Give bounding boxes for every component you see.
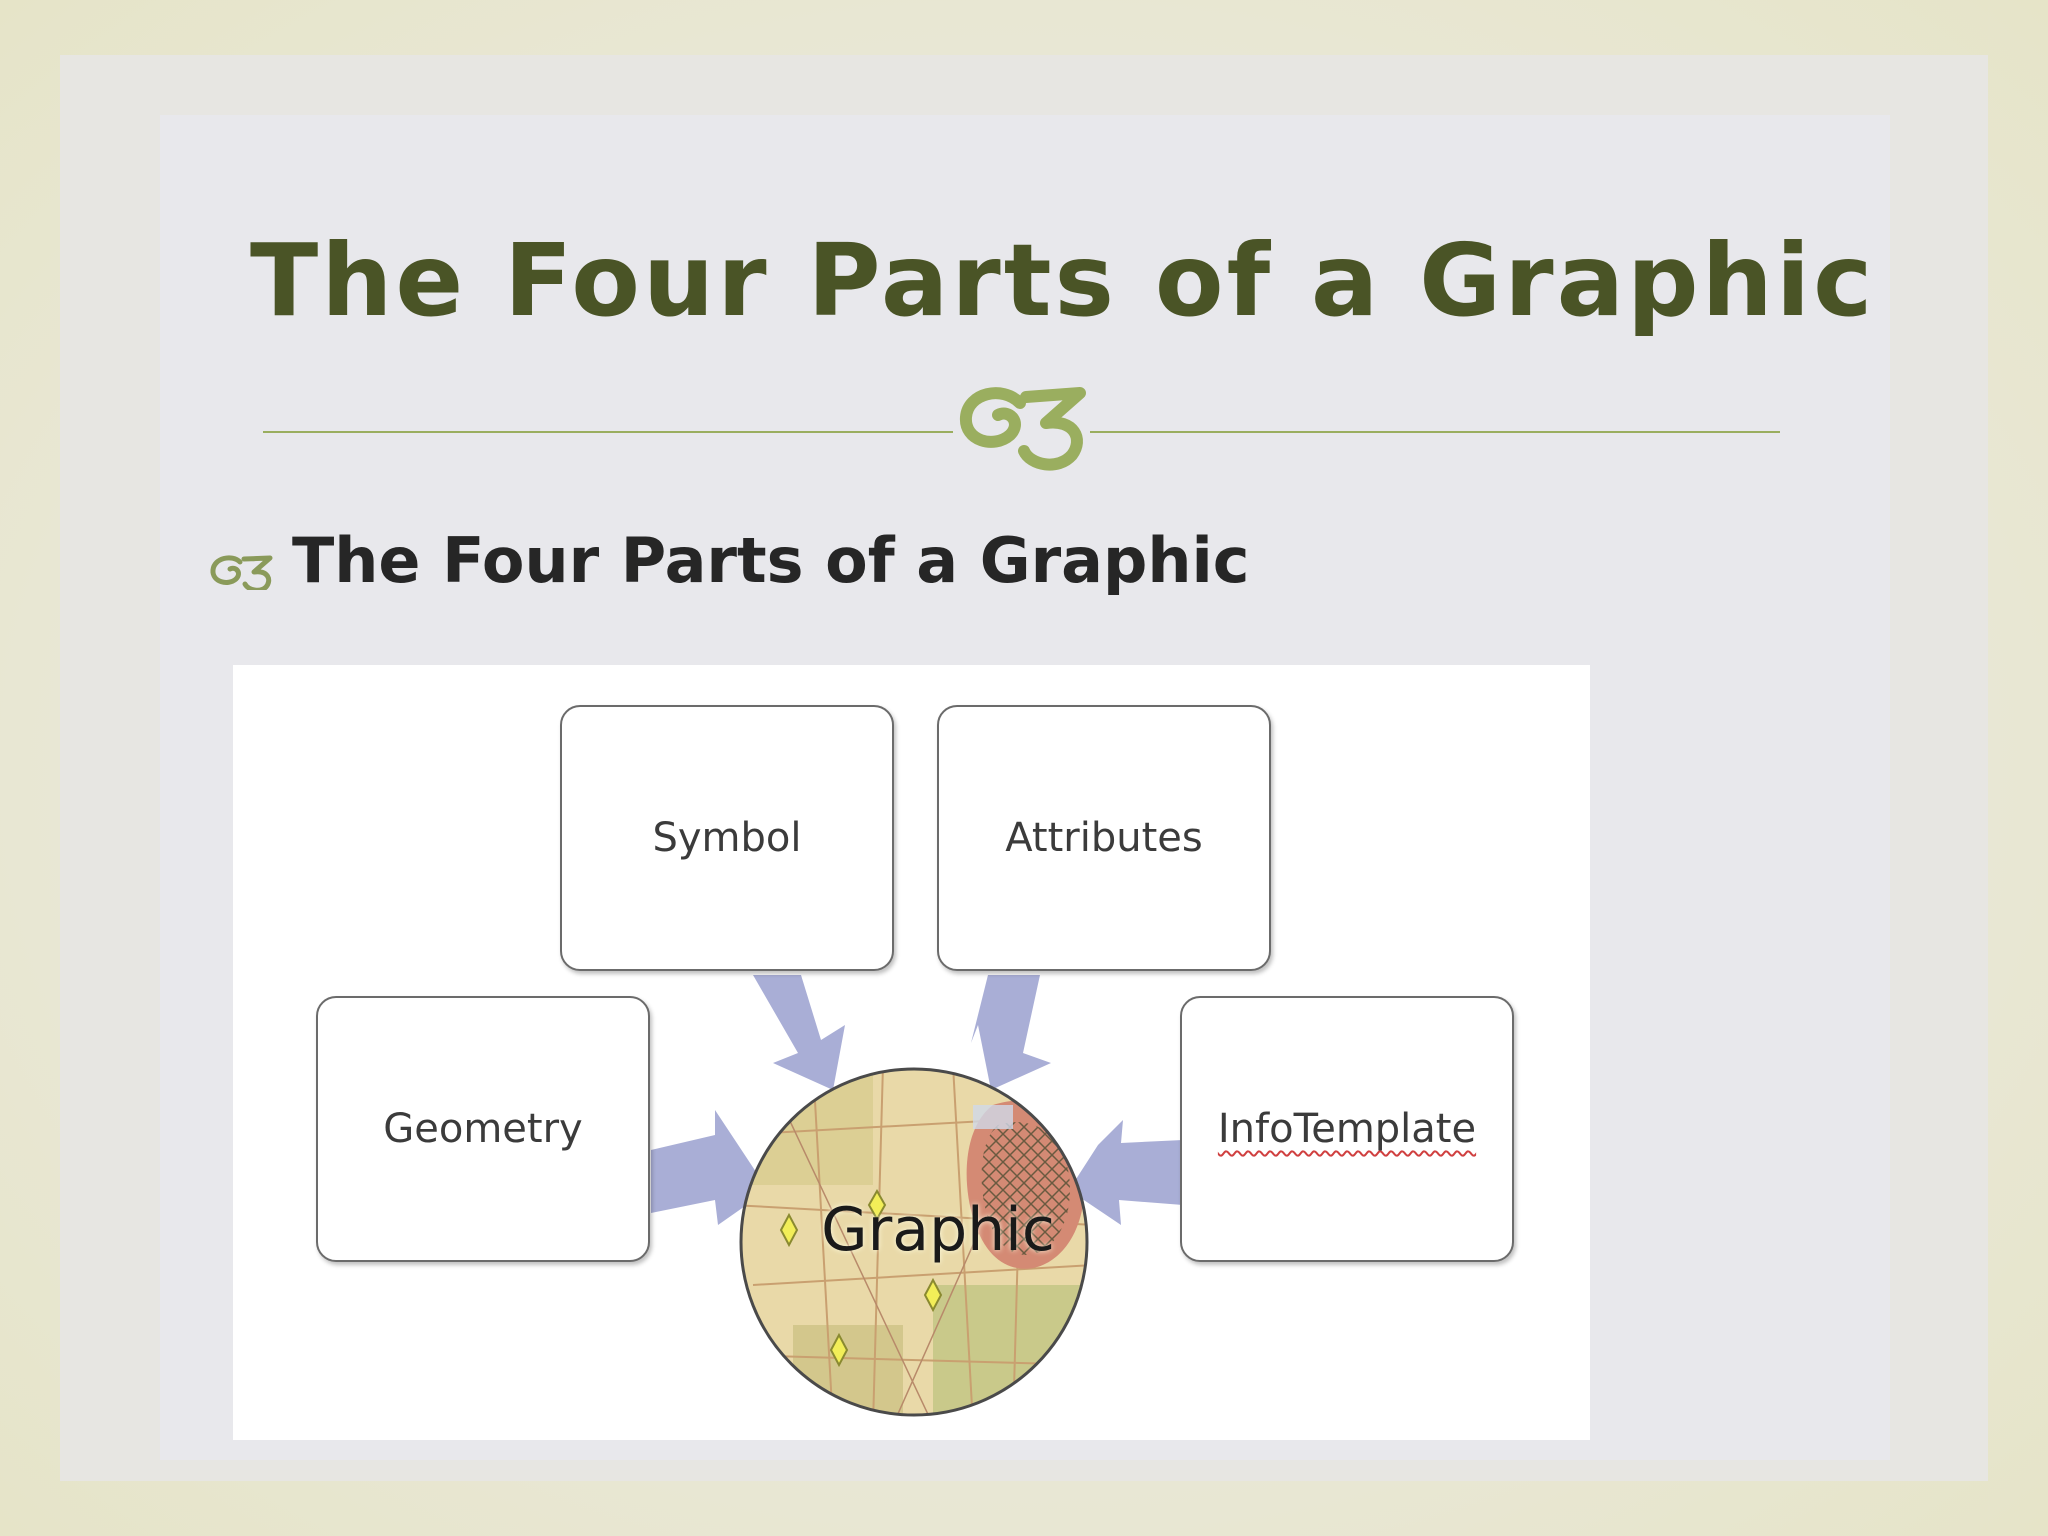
symbol-label: Symbol bbox=[652, 815, 802, 861]
infotemplate-box: InfoTemplate bbox=[1180, 996, 1514, 1262]
graphic-center-label: Graphic bbox=[821, 1195, 1055, 1265]
attributes-box: Attributes bbox=[937, 705, 1271, 971]
marker-icon bbox=[829, 1332, 849, 1368]
flourish-ornament-icon bbox=[960, 387, 1086, 471]
symbol-box: Symbol bbox=[560, 705, 894, 971]
arrow-symbol-to-graphic bbox=[753, 975, 845, 1090]
slide-title: The Four Parts of a Graphic bbox=[250, 222, 1876, 339]
arrow-geometry-to-graphic bbox=[651, 1110, 768, 1225]
divider-line-left bbox=[263, 431, 953, 433]
bullet-flourish-icon bbox=[210, 555, 273, 590]
arrow-infotemplate-to-graphic bbox=[1069, 1120, 1183, 1225]
marker-icon bbox=[923, 1277, 943, 1313]
arrow-attributes-to-graphic bbox=[971, 975, 1051, 1090]
bullet-text: The Four Parts of a Graphic bbox=[292, 524, 1250, 597]
divider-line-right bbox=[1090, 431, 1780, 433]
attributes-label: Attributes bbox=[1005, 815, 1203, 861]
geometry-box: Geometry bbox=[316, 996, 650, 1262]
marker-icon bbox=[779, 1212, 799, 1248]
marker-icon bbox=[867, 1188, 887, 1222]
diagram-panel: Symbol Attributes Geometry InfoTemplate … bbox=[233, 665, 1590, 1440]
infotemplate-label: InfoTemplate bbox=[1217, 1106, 1477, 1152]
geometry-label: Geometry bbox=[383, 1106, 583, 1152]
diagram-graphics bbox=[651, 975, 1183, 1417]
